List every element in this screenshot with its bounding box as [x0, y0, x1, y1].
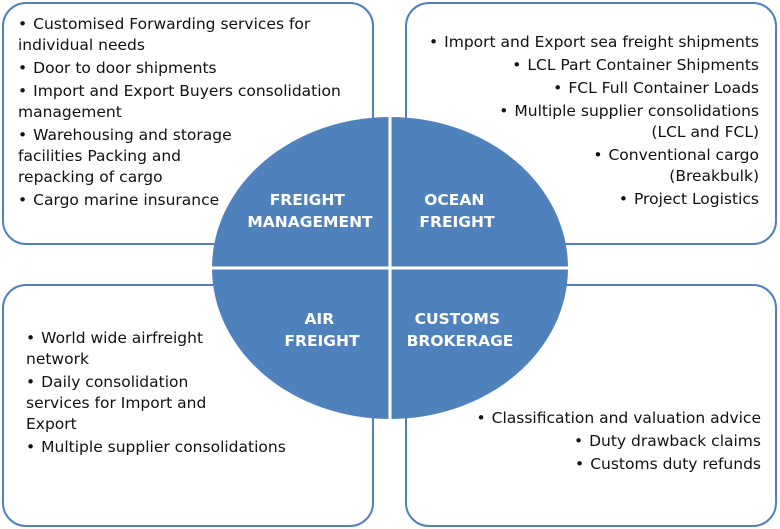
list-item: •World wide airfreight network	[26, 329, 204, 368]
list-item: •Project Logistics	[618, 190, 759, 208]
list-item: •Import and Export sea freight shipments	[429, 33, 759, 51]
freight-management-title: FREIGHT MANAGEMENT	[247, 191, 373, 231]
list-item: •LCL Part Container Shipments	[512, 56, 759, 74]
customs-brokerage-title: CUSTOMS BROKERAGE	[407, 310, 514, 350]
air-freight-list: •World wide airfreight network •Daily co…	[26, 328, 326, 460]
ocean-freight-title: OCEAN FREIGHT	[419, 191, 495, 231]
list-item: •Conventional cargo (Breakbulk)	[593, 146, 759, 185]
list-item: •FCL Full Container Loads	[553, 79, 759, 97]
list-item: •Door to door shipments	[18, 59, 217, 77]
list-item: •Duty drawback claims	[573, 432, 761, 450]
list-item: •Customised Forwarding services for indi…	[18, 15, 311, 54]
air-freight-title: AIR FREIGHT	[284, 310, 360, 350]
customs-brokerage-list: •Classification and valuation advice •Du…	[421, 408, 761, 477]
freight-management-box: •Customised Forwarding services for indi…	[2, 2, 374, 245]
list-item: •Import and Export Buyers consolidation …	[18, 82, 341, 121]
list-item: •Cargo marine insurance	[18, 191, 220, 209]
list-item: •Warehousing and storage facilities Pack…	[18, 126, 232, 186]
list-item: •Customs duty refunds	[575, 455, 761, 473]
list-item: •Multiple supplier consolidations (LCL a…	[499, 102, 759, 141]
list-item: •Daily consolidation services for Import…	[26, 373, 207, 433]
freight-management-list: •Customised Forwarding services for indi…	[18, 14, 368, 213]
list-item: •Multiple supplier consolidations	[26, 438, 286, 456]
list-item: •Classification and valuation advice	[476, 409, 761, 427]
ocean-freight-list: •Import and Export sea freight shipments…	[409, 32, 759, 212]
